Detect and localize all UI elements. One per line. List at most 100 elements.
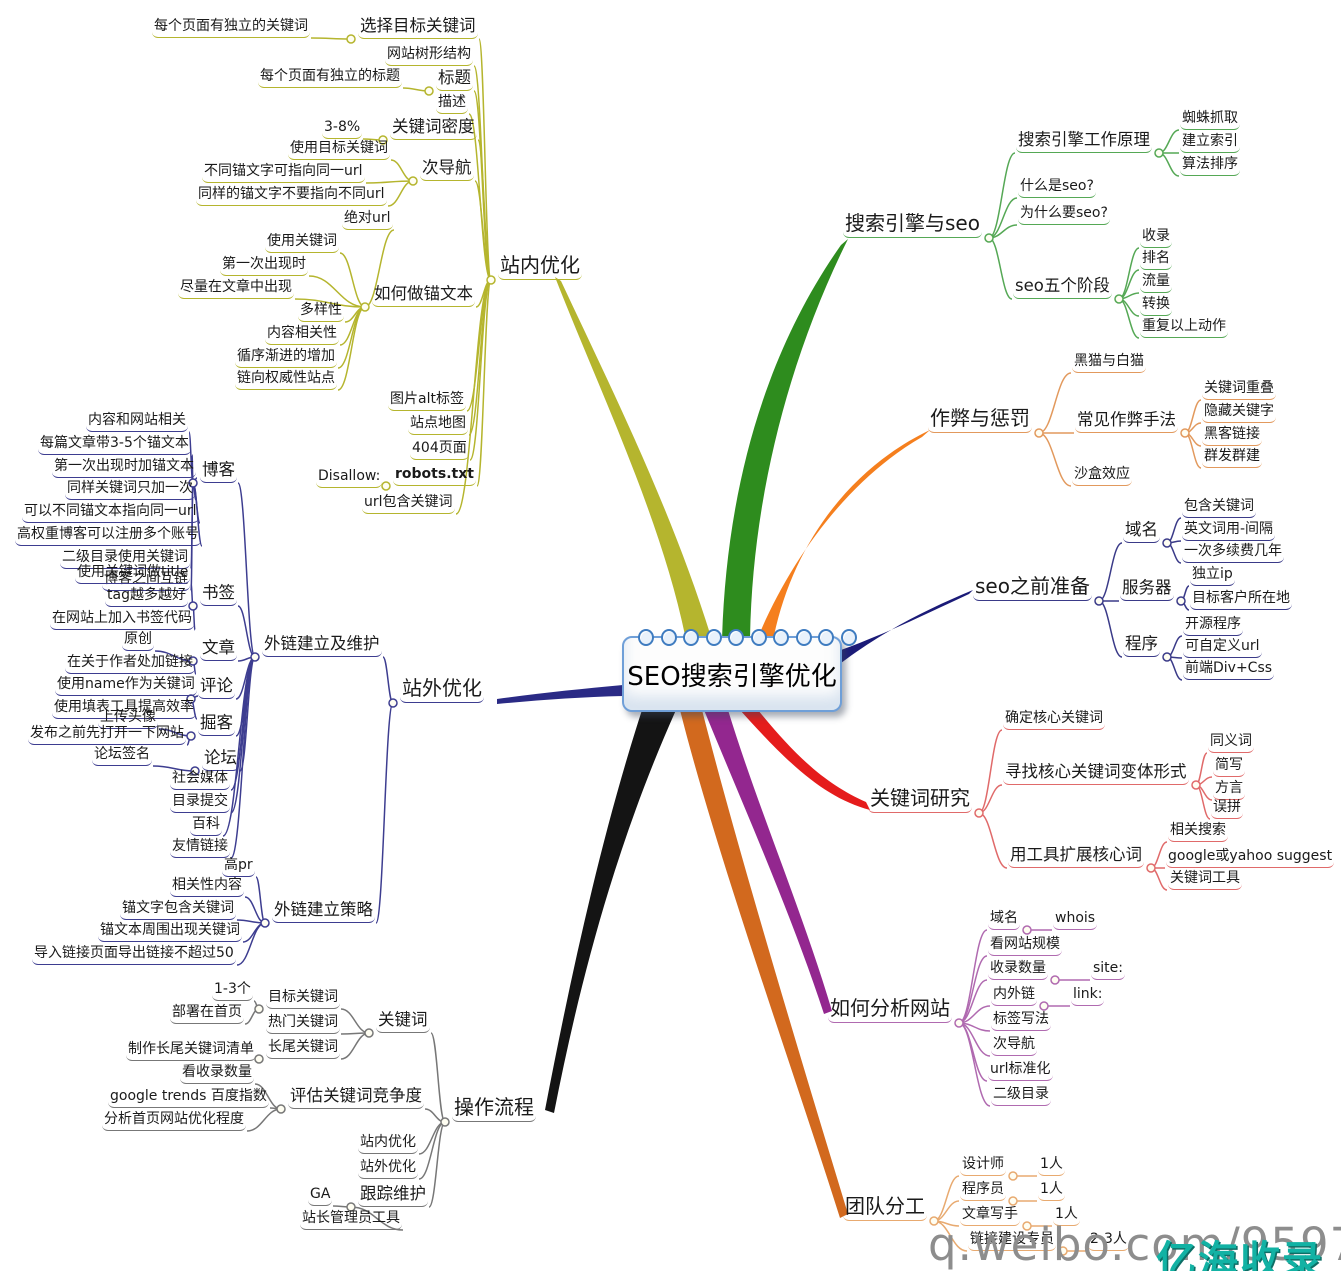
mindmap-node-kw1a[interactable]: 1-3个: [212, 981, 253, 1001]
mindmap-node-in7f[interactable]: 内容相关性: [265, 325, 339, 345]
mindmap-node-in7d[interactable]: 尽量在文章中出现: [178, 279, 294, 299]
mindmap-node-o25[interactable]: 导入链接页面导出链接不超过50: [32, 945, 236, 965]
mindmap-node-kw[interactable]: 关键词: [376, 1010, 430, 1033]
mindmap-node-dg1[interactable]: 上传头像: [98, 709, 158, 729]
mindmap-node-pp1[interactable]: 域名: [1123, 520, 1160, 543]
mindmap-node-ev1[interactable]: 看收录数量: [180, 1064, 254, 1084]
mindmap-node-fl[interactable]: 友情链接: [170, 838, 230, 858]
mindmap-node-an7[interactable]: url标准化: [988, 1061, 1053, 1081]
mindmap-node-b6[interactable]: 高权重博客可以注册多个账号: [15, 526, 201, 546]
mindmap-node-pp3b[interactable]: 可自定义url: [1183, 638, 1262, 658]
mindmap-node-kr3[interactable]: 用工具扩展核心词: [1008, 845, 1144, 868]
mindmap-node-kw3a[interactable]: 制作长尾关键词清单: [126, 1041, 256, 1061]
mindmap-node-pp1b[interactable]: 英文词用-间隔: [1182, 521, 1276, 541]
mindmap-node-ch2b[interactable]: 隐藏关键字: [1202, 403, 1276, 423]
mindmap-node-tm1[interactable]: 设计师: [960, 1156, 1006, 1176]
mindmap-node-an6[interactable]: 次导航: [991, 1036, 1037, 1056]
mindmap-node-in5a[interactable]: 3-8%: [322, 119, 363, 139]
mindmap-node-in3a[interactable]: 每个页面有独立的标题: [258, 68, 402, 88]
mindmap-node-b7[interactable]: 二级目录使用关键词: [60, 549, 190, 569]
mindmap-node-in7e[interactable]: 多样性: [298, 302, 344, 322]
mindmap-node-in7g[interactable]: 循序渐进的增加: [235, 348, 337, 368]
mindmap-node-o23[interactable]: 锚文字包含关键词: [120, 900, 236, 920]
mindmap-node-in[interactable]: 站内优化: [498, 253, 582, 280]
mindmap-node-ev2[interactable]: google trends 百度指数: [108, 1088, 269, 1108]
mindmap-node-kw1[interactable]: 目标关键词: [266, 989, 340, 1009]
mindmap-node-in7a[interactable]: 绝对url: [342, 210, 393, 230]
mindmap-node-blog[interactable]: 博客: [200, 460, 237, 483]
mindmap-node-in11[interactable]: robots.txt: [393, 466, 476, 486]
central-topic-node[interactable]: SEO搜索引擎优化: [622, 629, 857, 712]
mindmap-node-out[interactable]: 站外优化: [400, 676, 484, 703]
mindmap-node-pp3[interactable]: 程序: [1123, 634, 1160, 657]
mindmap-node-cm1[interactable]: 使用name作为关键词: [55, 676, 197, 696]
mindmap-node-se2[interactable]: 什么是seo?: [1018, 178, 1096, 198]
mindmap-node-dg2[interactable]: 发布之前先打开一下网站: [28, 725, 186, 745]
mindmap-node-se1[interactable]: 搜索引擎工作原理: [1016, 130, 1152, 153]
mindmap-node-se[interactable]: 搜索引擎与seo: [843, 211, 982, 238]
mindmap-node-tm2[interactable]: 程序员: [960, 1181, 1006, 1201]
mindmap-node-out2[interactable]: 外链建立策略: [272, 900, 375, 923]
mindmap-node-kr[interactable]: 关键词研究: [868, 786, 972, 813]
mindmap-node-ch2[interactable]: 常见作弊手法: [1075, 410, 1178, 433]
mindmap-node-bk[interactable]: 百科: [190, 816, 222, 836]
mindmap-node-in5[interactable]: 关键词密度: [390, 117, 477, 140]
mindmap-node-in9[interactable]: 站点地图: [408, 415, 468, 435]
mindmap-node-in10[interactable]: 404页面: [410, 440, 469, 460]
mindmap-node-dg[interactable]: 掘客: [198, 713, 235, 736]
mindmap-node-b1[interactable]: 内容和网站相关: [86, 412, 188, 432]
mindmap-node-in8[interactable]: 图片alt标签: [388, 391, 466, 411]
mindmap-node-kr3c[interactable]: 关键词工具: [1168, 870, 1242, 890]
mindmap-node-ch2a[interactable]: 关键词重叠: [1202, 380, 1276, 400]
mindmap-node-tm[interactable]: 团队分工: [843, 1194, 927, 1221]
mindmap-node-in6a[interactable]: 使用目标关键词: [288, 140, 390, 160]
mindmap-node-in1a[interactable]: 每个页面有独立的关键词: [152, 18, 310, 38]
mindmap-node-se4e[interactable]: 重复以上动作: [1140, 318, 1228, 338]
mindmap-node-o22[interactable]: 相关性内容: [170, 877, 244, 897]
mindmap-node-pp2a[interactable]: 独立ip: [1190, 566, 1235, 586]
mindmap-node-tr2[interactable]: 站长管理员工具: [300, 1210, 402, 1230]
mindmap-node-ev[interactable]: 评估关键词竞争度: [288, 1086, 424, 1109]
mindmap-node-fr[interactable]: 论坛: [202, 748, 239, 771]
mindmap-node-bm3[interactable]: 在网站上加入书签代码: [50, 610, 194, 630]
mindmap-node-an1[interactable]: 域名: [988, 910, 1020, 930]
mindmap-node-pp3c[interactable]: 前端Div+Css: [1183, 660, 1275, 680]
mindmap-node-an3a[interactable]: site:: [1091, 960, 1126, 980]
mindmap-node-se4b[interactable]: 排名: [1140, 250, 1172, 270]
mindmap-node-tm3[interactable]: 文章写手: [960, 1206, 1020, 1226]
mindmap-node-b4[interactable]: 同样关键词只加一次: [65, 480, 195, 500]
mindmap-node-kr2[interactable]: 寻找核心关键词变体形式: [1003, 762, 1189, 785]
mindmap-node-fr1[interactable]: 论坛签名: [92, 746, 152, 766]
mindmap-node-an5[interactable]: 标签写法: [991, 1011, 1051, 1031]
mindmap-node-tm2a[interactable]: 1人: [1038, 1181, 1065, 1201]
mindmap-node-in6[interactable]: 次导航: [420, 158, 474, 181]
mindmap-node-se4[interactable]: seo五个阶段: [1013, 276, 1112, 299]
mindmap-node-in3[interactable]: 标题: [436, 68, 473, 91]
mindmap-node-ev3[interactable]: 分析首页网站优化程度: [102, 1111, 246, 1131]
mindmap-node-kr2c[interactable]: 方言: [1213, 780, 1245, 800]
mindmap-node-tm1a[interactable]: 1人: [1038, 1156, 1065, 1176]
mindmap-node-in4[interactable]: 描述: [436, 94, 468, 114]
mindmap-node-an1a[interactable]: whois: [1053, 910, 1098, 930]
mindmap-node-b3[interactable]: 第一次出现时加锚文本: [52, 458, 196, 478]
mindmap-node-pr2[interactable]: 站外优化: [358, 1159, 418, 1179]
mindmap-node-b5[interactable]: 可以不同锚文本指向同一url: [22, 503, 199, 523]
mindmap-node-se1b[interactable]: 建立索引: [1180, 133, 1240, 153]
mindmap-node-pp2b[interactable]: 目标客户所在地: [1190, 590, 1292, 610]
mindmap-node-out1[interactable]: 外链建立及维护: [262, 634, 382, 657]
mindmap-node-ch1[interactable]: 黑猫与白猫: [1072, 353, 1146, 373]
mindmap-node-art2[interactable]: 在关于作者处加链接: [65, 654, 195, 674]
mindmap-node-an4a[interactable]: link:: [1071, 986, 1105, 1006]
mindmap-node-se4a[interactable]: 收录: [1140, 228, 1172, 248]
mindmap-node-kr2a[interactable]: 同义词: [1208, 733, 1254, 753]
mindmap-node-cm2[interactable]: 使用填表工具提高效率: [52, 699, 196, 719]
mindmap-node-kw1b[interactable]: 部署在首页: [170, 1004, 244, 1024]
mindmap-node-kr1[interactable]: 确定核心关键词: [1003, 710, 1105, 730]
mindmap-node-in7b[interactable]: 使用关键词: [265, 233, 339, 253]
mindmap-node-se4c[interactable]: 流量: [1140, 273, 1172, 293]
mindmap-node-kr3b[interactable]: google或yahoo suggest: [1166, 848, 1335, 868]
mindmap-node-prep[interactable]: seo之前准备: [973, 574, 1092, 601]
mindmap-node-se4d[interactable]: 转换: [1140, 296, 1172, 316]
mindmap-node-pp1c[interactable]: 一次多续费几年: [1182, 543, 1284, 563]
mindmap-node-an[interactable]: 如何分析网站: [828, 996, 952, 1023]
